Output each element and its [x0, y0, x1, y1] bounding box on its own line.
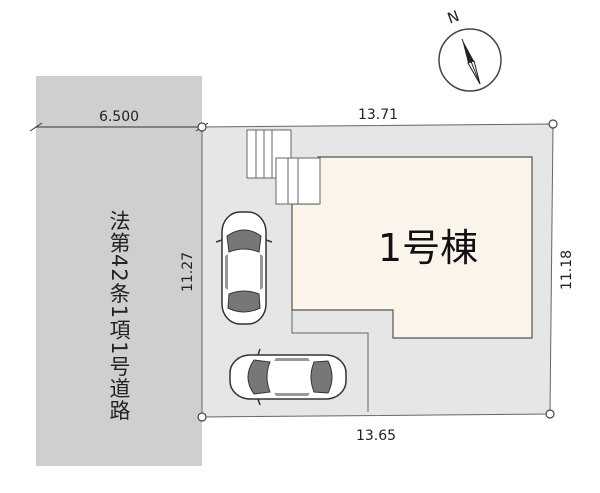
entrance-steps	[246, 129, 321, 205]
lot-corner-marker	[545, 409, 555, 419]
road-name-label: 法第42条1項1号道路	[107, 210, 131, 421]
road-width-label: 6.500	[99, 109, 139, 125]
car-icon	[229, 348, 347, 406]
road-area	[36, 76, 202, 466]
lot-right-dimension: 11.18	[559, 250, 575, 290]
compass-icon	[438, 28, 502, 92]
lot-corner-marker	[197, 122, 207, 132]
lot-corner-marker	[197, 412, 207, 422]
car-icon	[215, 211, 273, 325]
lot-bottom-dimension: 13.65	[356, 428, 396, 444]
road-width-tick-left	[29, 122, 43, 132]
lot-top-dimension: 13.71	[358, 107, 398, 123]
compass-north-label: N	[445, 7, 462, 28]
lot-left-dimension: 11.27	[180, 252, 196, 292]
lot-corner-marker	[548, 119, 558, 129]
building-label: 1号棟	[378, 226, 478, 270]
